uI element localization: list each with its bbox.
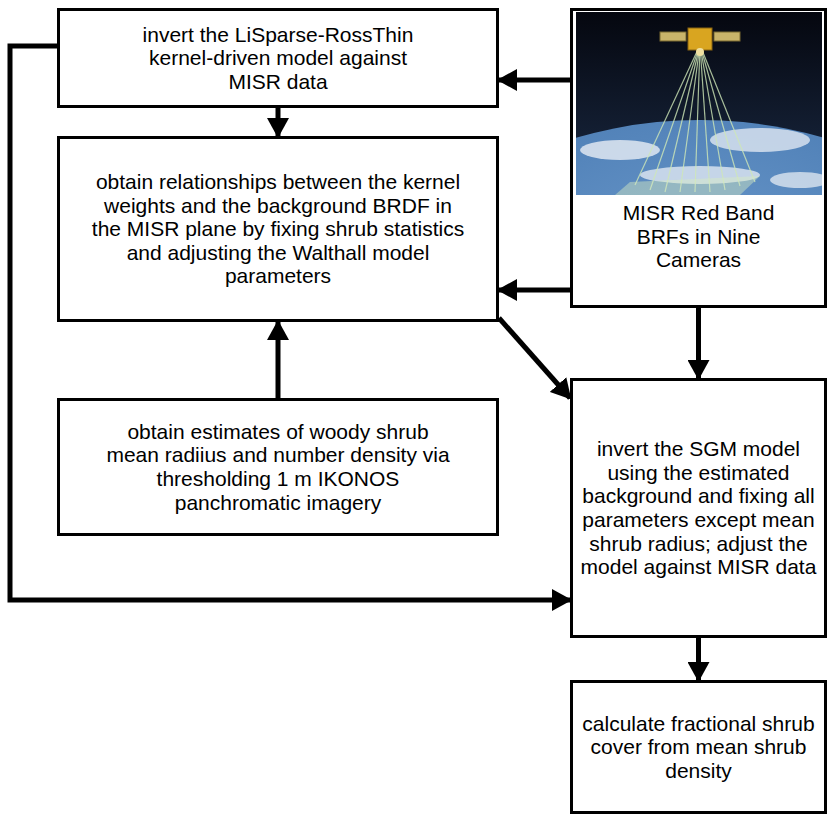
arrow-connector	[499, 78, 570, 83]
arrow-connector	[696, 308, 701, 378]
box-text: invert the SGM model using the estimated…	[579, 437, 819, 578]
box-text: obtain relationships between the kernel …	[88, 170, 468, 288]
box-text: obtain estimates of woody shrub mean rad…	[103, 420, 453, 514]
earth-picture	[576, 12, 822, 195]
box-text: calculate fractional shrub cover from me…	[579, 712, 819, 783]
data-source-box: MISR Red Band BRFs in Nine Cameras	[570, 8, 827, 308]
process-box: calculate fractional shrub cover from me…	[570, 680, 827, 814]
arrow-connector	[276, 322, 281, 398]
process-box: invert the SGM model using the estimated…	[570, 378, 827, 638]
process-box: invert the LiSparse-RossThin kernel-driv…	[57, 8, 499, 108]
arrow-connector	[276, 108, 281, 136]
arrow-connector	[499, 288, 570, 293]
process-box: obtain relationships between the kernel …	[57, 136, 499, 322]
arrow-connector	[499, 318, 570, 398]
arrow-connector	[696, 638, 701, 680]
box-text: invert the LiSparse-RossThin kernel-driv…	[133, 23, 423, 94]
process-box: obtain estimates of woody shrub mean rad…	[57, 398, 499, 536]
box-text: MISR Red Band BRFs in Nine Cameras	[619, 201, 779, 272]
arrow-connector	[10, 46, 570, 600]
